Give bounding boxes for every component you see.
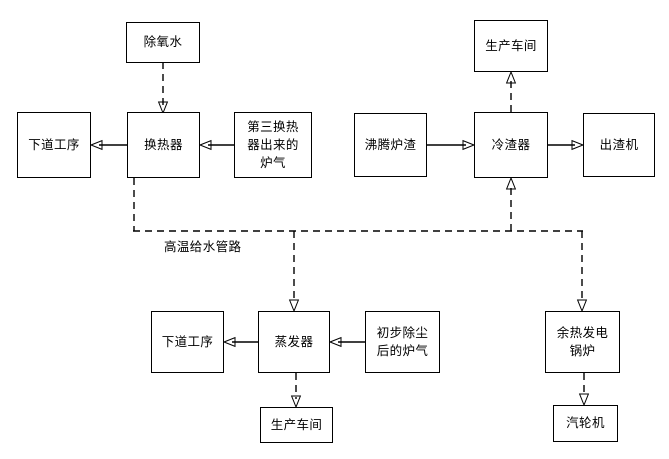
- edge-feedwater-main-to-waste-heat-boiler: [576, 231, 588, 313]
- node-production-workshop-top[interactable]: 生产车间: [474, 20, 548, 72]
- edge-waste-heat-boiler-to-steam-turbine: [578, 373, 590, 407]
- node-evaporator[interactable]: 蒸发器: [258, 311, 330, 373]
- node-slag-cooler[interactable]: 冷渣器: [474, 112, 548, 178]
- node-next-process-bottom[interactable]: 下道工序: [151, 311, 224, 373]
- feedwater-main-label: 高温给水管路: [164, 239, 242, 254]
- edge-evaporator-to-next-process-bottom: [222, 336, 258, 348]
- edge-slag-cooler-to-production-workshop-top: [505, 70, 517, 112]
- node-third-exchanger-gas[interactable]: 第三换热 器出来的 炉气: [234, 112, 312, 178]
- edge-heat-exchanger-to-next-process-top: [89, 139, 127, 151]
- edge-predusted-gas-to-evaporator: [328, 336, 365, 348]
- edge-deaerated-water-to-heat-exchanger: [157, 62, 169, 115]
- node-next-process-top[interactable]: 下道工序: [17, 112, 91, 178]
- edge-evaporator-to-production-workshop-bottom: [290, 373, 302, 409]
- edge-feedwater-main-to-slag-cooler: [505, 176, 517, 231]
- node-predusted-gas[interactable]: 初步除尘 后的炉气: [365, 311, 440, 373]
- edge-heat-exchanger-to-feedwater-main: [133, 178, 583, 232]
- edge-boiling-furnace-slag-to-slag-cooler: [427, 139, 476, 151]
- node-slag-discharger[interactable]: 出渣机: [583, 113, 655, 177]
- node-boiling-furnace-slag[interactable]: 沸腾炉渣: [354, 113, 427, 177]
- edge-third-exchanger-gas-to-heat-exchanger: [198, 139, 234, 151]
- node-heat-exchanger[interactable]: 换热器: [127, 112, 200, 178]
- edge-slag-cooler-to-slag-discharger: [548, 139, 585, 151]
- node-production-workshop-bottom[interactable]: 生产车间: [260, 407, 333, 443]
- node-deaerated-water[interactable]: 除氧水: [126, 22, 200, 63]
- node-steam-turbine[interactable]: 汽轮机: [553, 405, 618, 442]
- edge-feedwater-main-to-evaporator: [288, 231, 300, 313]
- node-waste-heat-boiler[interactable]: 余热发电 锅炉: [545, 311, 620, 373]
